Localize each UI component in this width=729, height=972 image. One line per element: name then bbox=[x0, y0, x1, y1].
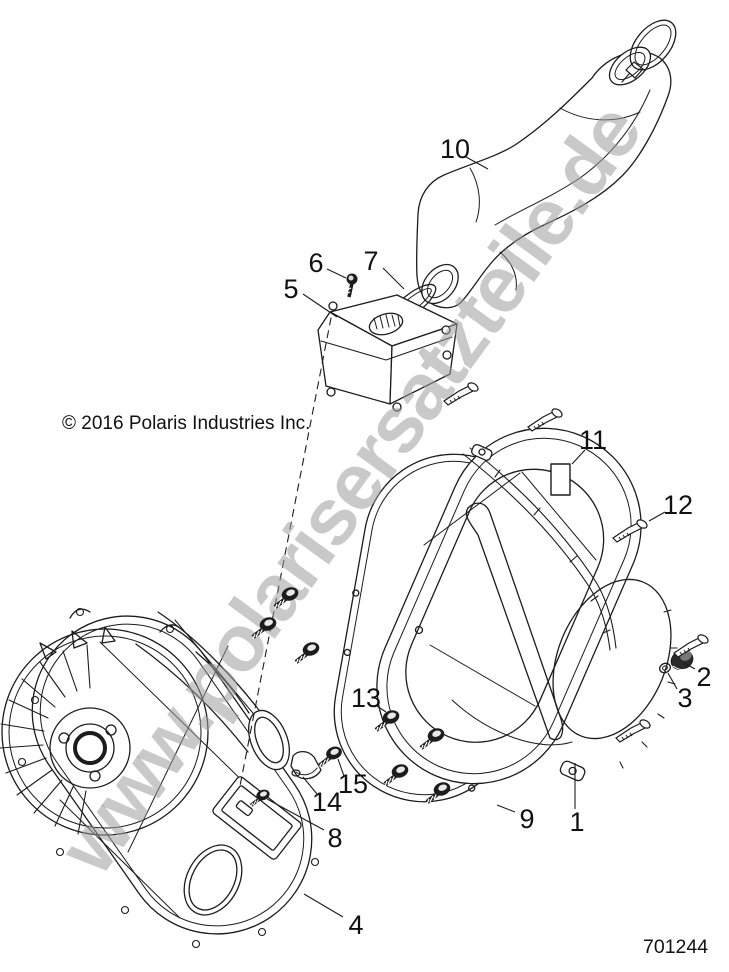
callout-13-label: 13 bbox=[351, 683, 381, 713]
intake-duct bbox=[415, 46, 672, 309]
callout-9-label: 9 bbox=[519, 804, 534, 834]
cover-rib bbox=[465, 502, 564, 741]
cable-clamp bbox=[290, 750, 322, 780]
callout-12-label: 12 bbox=[663, 490, 693, 520]
callout-10: 10 bbox=[440, 134, 489, 170]
callout-14: 14 bbox=[302, 776, 342, 817]
callout-4-label: 4 bbox=[348, 910, 363, 940]
assembly-alignment-line bbox=[239, 317, 332, 787]
callout-7-label: 7 bbox=[363, 246, 378, 276]
flange-screw bbox=[385, 762, 410, 786]
copyright-text: © 2016 Polaris Industries Inc. bbox=[62, 413, 311, 434]
callout-2: 2 bbox=[683, 662, 712, 692]
plug-washer bbox=[659, 662, 671, 674]
callout-7: 7 bbox=[363, 246, 405, 290]
part-number-text: 701244 bbox=[643, 936, 709, 958]
clutch-bowl bbox=[552, 578, 672, 740]
callout-8: 8 bbox=[266, 798, 343, 853]
callout-14-label: 14 bbox=[312, 787, 342, 817]
snorkel-opening bbox=[248, 709, 290, 771]
duct-outlet-opening bbox=[421, 263, 459, 305]
callout-5: 5 bbox=[283, 274, 338, 318]
clutch-fins bbox=[0, 644, 91, 835]
tapping-screw bbox=[527, 406, 565, 432]
air-box bbox=[317, 294, 458, 412]
callout-6: 6 bbox=[308, 248, 347, 279]
callout-13: 13 bbox=[351, 683, 387, 713]
hose-clamp bbox=[621, 19, 677, 83]
callout-10-label: 10 bbox=[440, 134, 470, 164]
callout-11: 11 bbox=[571, 425, 607, 465]
callout-3-label: 3 bbox=[677, 683, 692, 713]
callout-2-label: 2 bbox=[696, 662, 711, 692]
callout-8-label: 8 bbox=[327, 823, 342, 853]
callout-4: 4 bbox=[303, 893, 364, 940]
inner-clutch-cover bbox=[0, 607, 320, 949]
snorkel-tube bbox=[135, 611, 269, 753]
callout-12: 12 bbox=[648, 490, 693, 522]
callout-5-label: 5 bbox=[283, 274, 298, 304]
callout-6-label: 6 bbox=[308, 248, 323, 278]
callout-9: 9 bbox=[496, 804, 535, 834]
outer-clutch-cover bbox=[376, 427, 678, 785]
callout-3: 3 bbox=[667, 672, 693, 713]
air-box-port bbox=[368, 312, 404, 336]
callout-1-label: 1 bbox=[569, 807, 584, 837]
warning-decal bbox=[550, 463, 571, 496]
inner-cover-braces bbox=[59, 619, 289, 919]
callout-15: 15 bbox=[337, 758, 368, 799]
flange-screw bbox=[296, 640, 321, 664]
tapping-screw bbox=[673, 632, 711, 658]
cover-screw-rail bbox=[462, 447, 617, 651]
cover-mount-tab bbox=[559, 760, 586, 782]
callout-1: 1 bbox=[569, 763, 585, 837]
air-box-screw bbox=[344, 271, 360, 299]
callout-15-label: 15 bbox=[338, 769, 368, 799]
callout-11-label: 11 bbox=[579, 425, 607, 455]
access-panel bbox=[212, 776, 302, 860]
